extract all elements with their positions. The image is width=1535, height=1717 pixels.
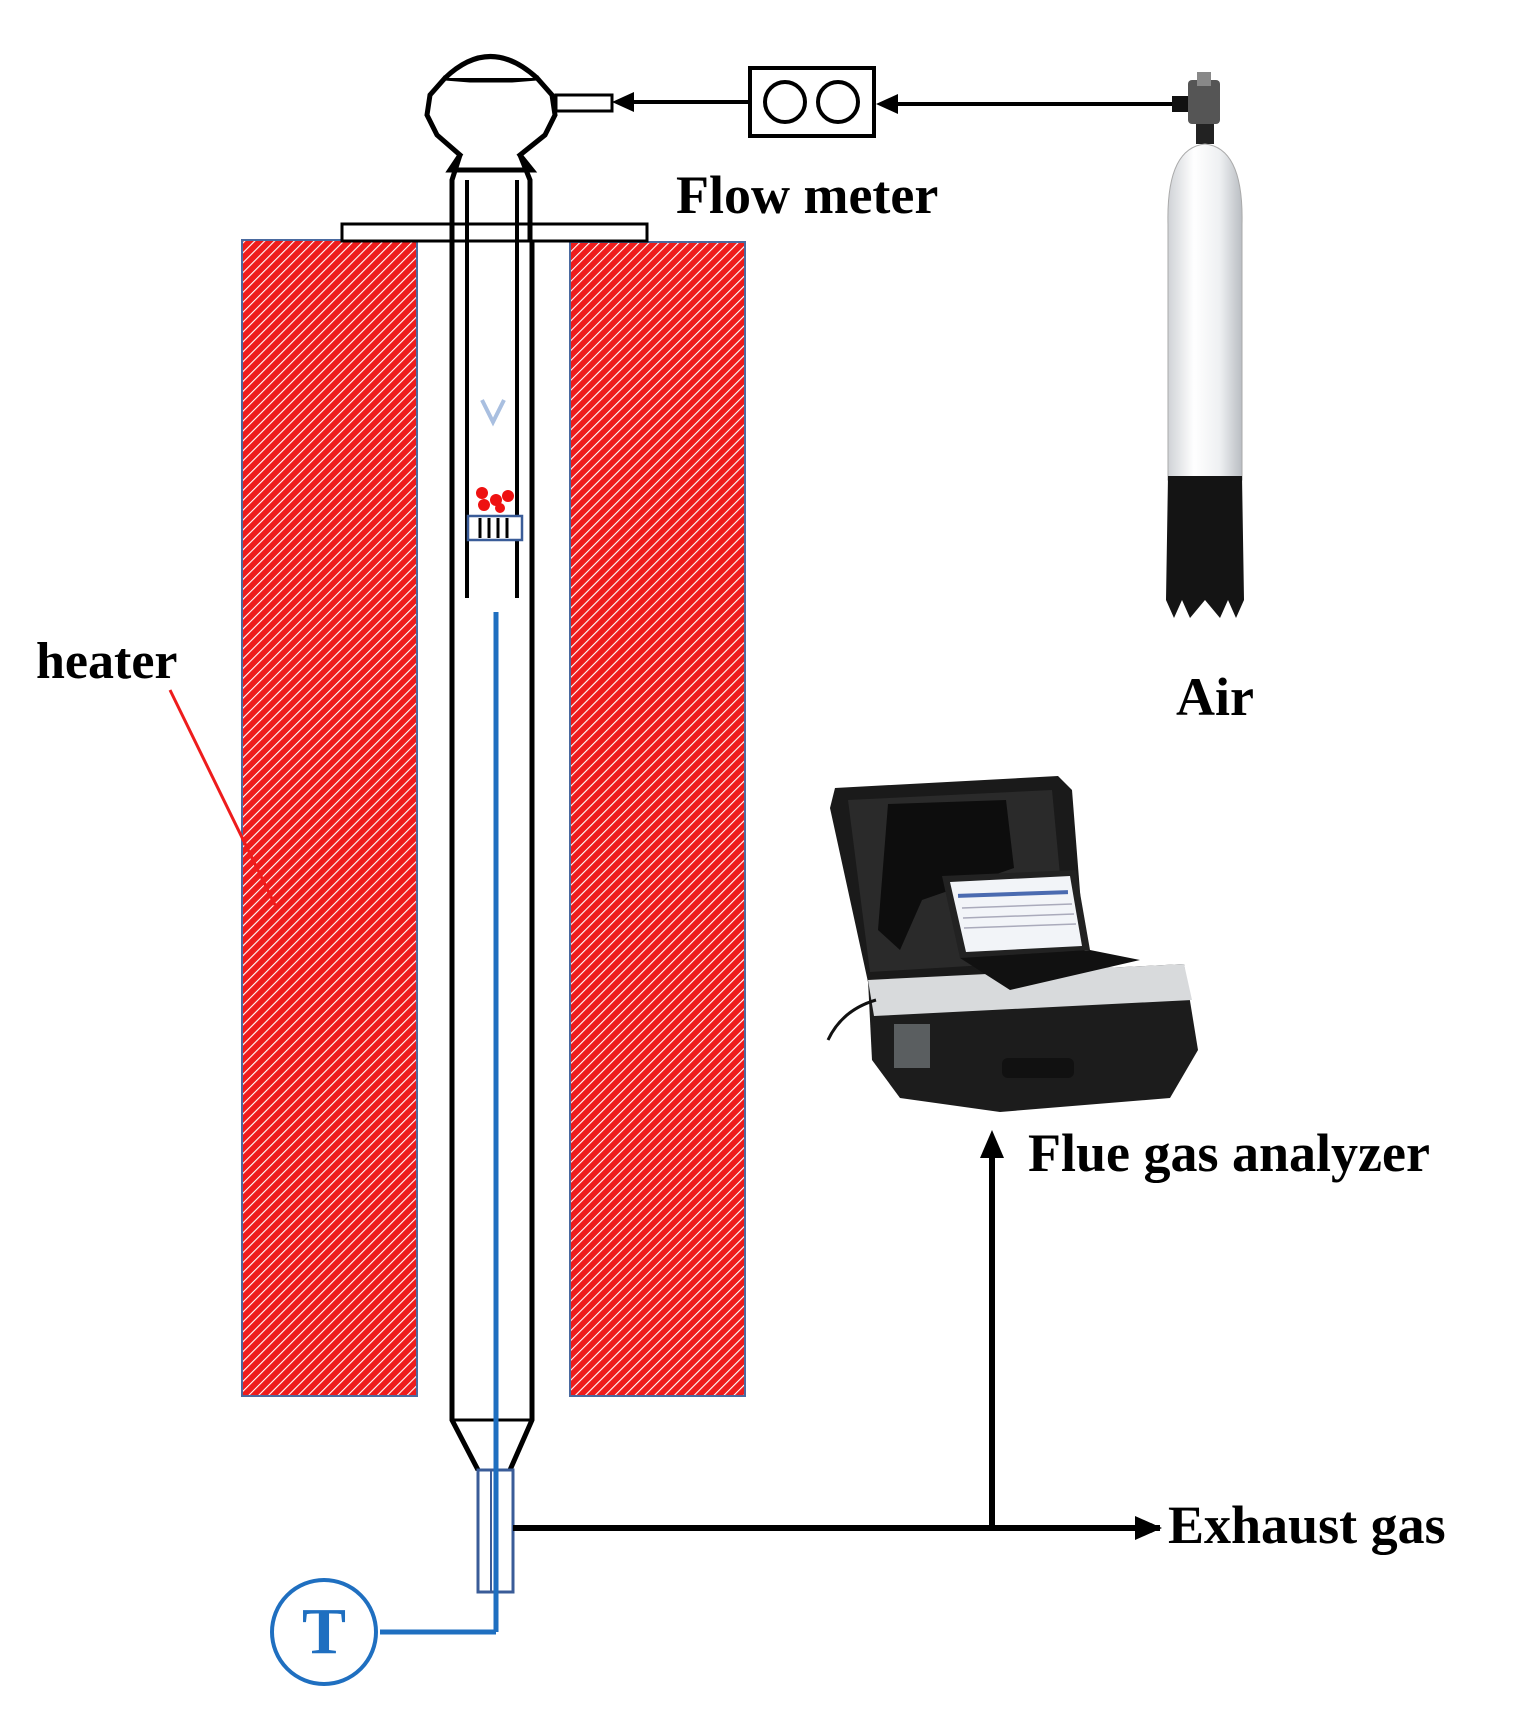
heater-block-right — [569, 241, 746, 1397]
thermocouple-wire — [380, 612, 499, 1635]
air-label: Air — [1176, 667, 1254, 727]
exhaust-line — [513, 1130, 1162, 1540]
thermocouple-circle — [270, 1578, 378, 1686]
reactor-neck — [449, 154, 533, 240]
thermocouple-label: T — [301, 1595, 347, 1668]
laptop-analyzer-case-icon — [826, 776, 1198, 1112]
gas-flow-dashed-arrow — [480, 95, 506, 427]
heater-block-left — [241, 239, 418, 1397]
inlet-pipe — [554, 93, 614, 113]
sample-holder — [466, 514, 524, 542]
sample-particles — [476, 487, 514, 513]
air-supply-line — [612, 92, 1172, 114]
heater-pointer-line — [168, 689, 277, 906]
reactor-head-top — [443, 54, 539, 80]
flow-meter-label: Flow meter — [676, 165, 939, 225]
gas-cylinder-icon — [1166, 72, 1244, 618]
flow-meter-icon — [748, 66, 876, 138]
heater — [241, 239, 746, 1397]
heater-label: heater — [36, 633, 178, 690]
exhaust-gas-label: Exhaust gas — [1168, 1495, 1446, 1555]
flue-gas-analyzer-label: Flue gas analyzer — [1028, 1123, 1430, 1183]
